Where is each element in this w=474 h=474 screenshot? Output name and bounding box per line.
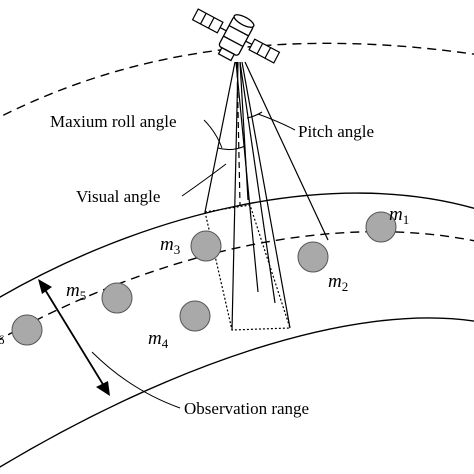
label-leaders: [91, 113, 296, 409]
target-m3: [190, 230, 222, 262]
swath-inner-edge: [0, 317, 474, 468]
pitch-angle-arc: [246, 111, 263, 119]
ground-track-line: [0, 230, 474, 341]
target-label-m3: m3: [160, 234, 180, 257]
observation-range-arrow: [38, 279, 110, 396]
target-label-m1: m1: [389, 204, 409, 227]
target-m5: [101, 282, 133, 314]
targets: [11, 211, 397, 346]
visual-angle-label: Visual angle: [76, 187, 160, 206]
target-m2: [297, 241, 329, 273]
max-roll-angle-label: Maxium roll angle: [50, 112, 177, 131]
sensor-footprint: [204, 204, 291, 331]
target-label-m2: m2: [328, 271, 348, 294]
target-m1: [365, 211, 397, 243]
target-label-m6: 6: [0, 332, 5, 347]
target-m4: [179, 300, 211, 332]
target-labels: m1 m2 m3 m4 m5 6: [0, 204, 409, 351]
orbit-path: [0, 42, 474, 118]
target-m6: [11, 314, 43, 346]
swath-outer-edge: [0, 192, 474, 298]
sensor-view-lines: [204, 61, 329, 331]
target-label-m5: m5: [66, 280, 86, 303]
pitch-angle-label: Pitch angle: [298, 122, 374, 141]
satellite-icon: [191, 8, 281, 64]
target-label-m4: m4: [148, 328, 169, 351]
observation-range-label: Observation range: [184, 399, 309, 418]
roll-angle-arc: [217, 145, 246, 151]
